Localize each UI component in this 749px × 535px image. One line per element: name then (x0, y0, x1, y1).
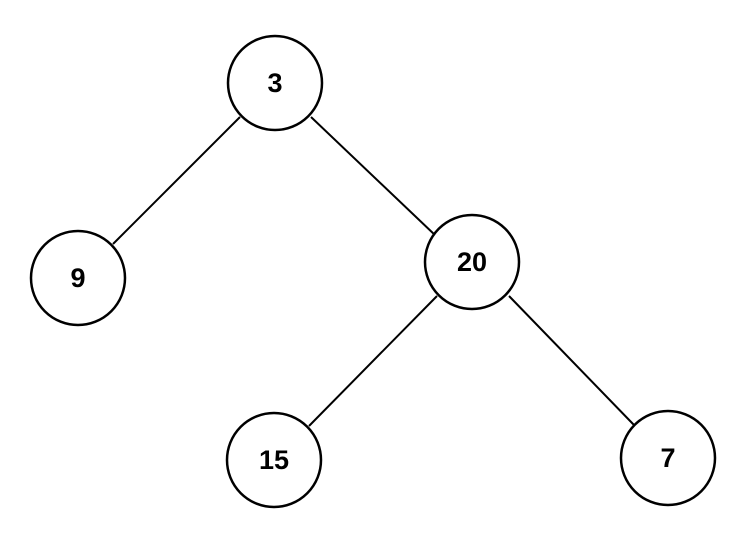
tree-node-7: 7 (619, 409, 717, 507)
node-label: 15 (259, 445, 289, 475)
node-label: 7 (660, 443, 675, 473)
node-circle (29, 229, 127, 327)
tree-node-9: 9 (29, 229, 127, 327)
tree-node-15: 15 (225, 411, 323, 509)
tree-node-3: 3 (226, 34, 324, 132)
tree-node-20: 20 (423, 213, 521, 311)
edge-20-to-15 (308, 295, 438, 427)
node-label: 20 (457, 247, 487, 277)
node-label: 9 (70, 263, 85, 293)
node-label: 3 (267, 68, 282, 98)
edge-3-to-20 (310, 116, 437, 237)
edge-20-to-7 (508, 295, 635, 426)
node-circle (226, 34, 324, 132)
node-circle (619, 409, 717, 507)
node-circle (225, 411, 323, 509)
edge-3-to-9 (112, 116, 241, 245)
node-circle (423, 213, 521, 311)
